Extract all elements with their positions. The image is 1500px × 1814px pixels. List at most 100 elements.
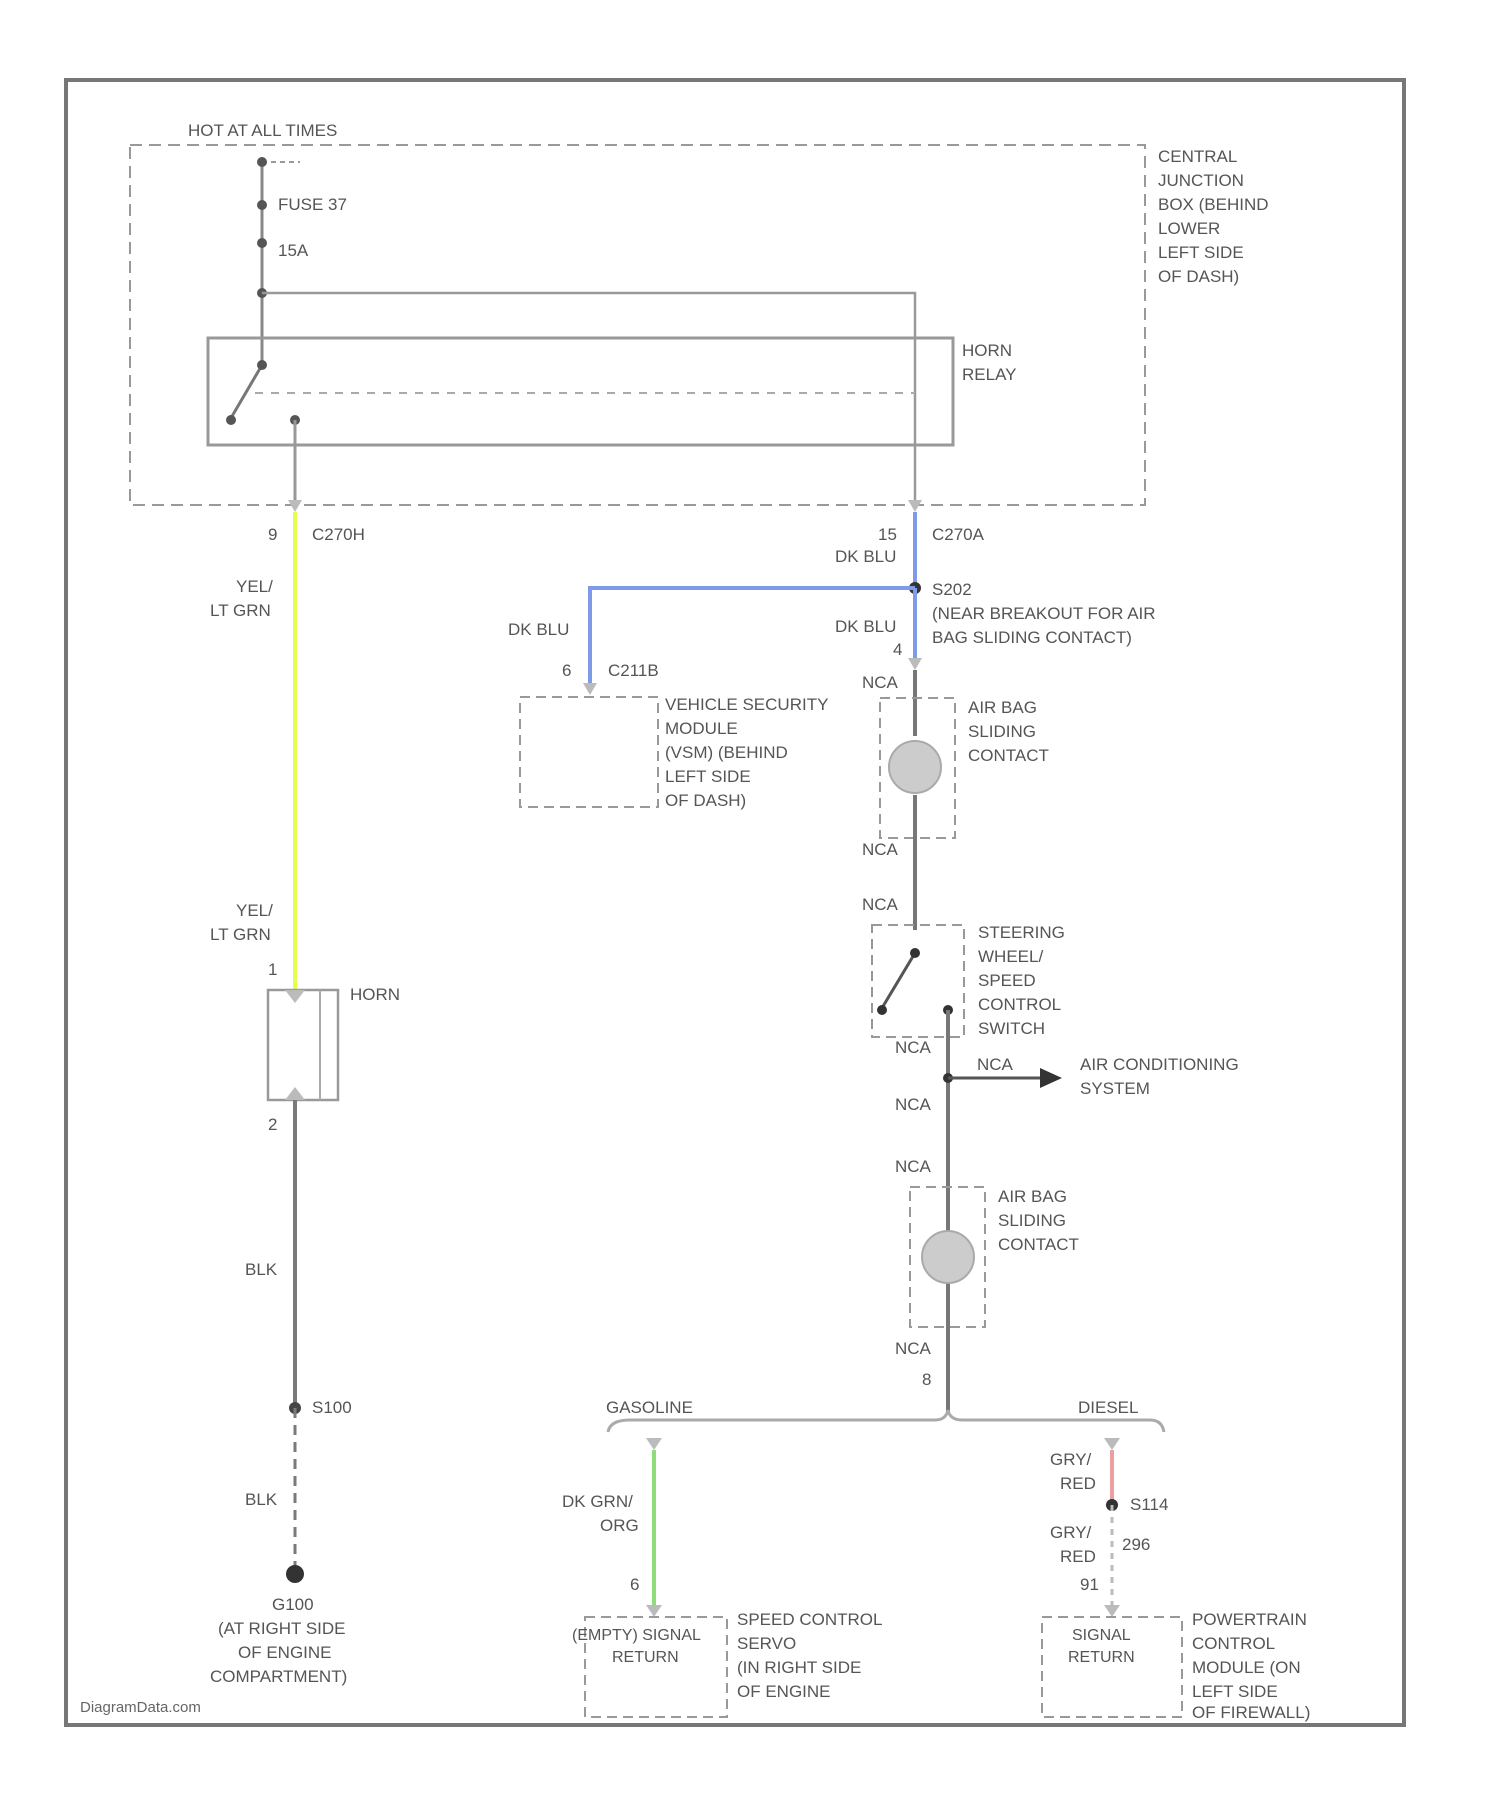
horn-terminal-top xyxy=(285,990,305,1003)
horn-relay xyxy=(208,338,953,445)
servo-signal-return-1: (EMPTY) SIGNAL xyxy=(572,1627,701,1644)
wire-color-label-bottom-1: YEL/ xyxy=(236,901,273,920)
nca-label-3: NCA xyxy=(862,895,899,914)
pcm-label-2: CONTROL xyxy=(1192,1634,1275,1653)
ac-label-1: AIR CONDITIONING xyxy=(1080,1055,1239,1074)
steering-switch-label-5: SWITCH xyxy=(978,1019,1045,1038)
nca-label-4: NCA xyxy=(895,1038,932,1057)
vsm-connector-label: C211B xyxy=(608,661,659,680)
horn-terminal-bottom xyxy=(285,1087,305,1100)
vsm-pin: 6 xyxy=(562,661,571,680)
junction-box-label-3: BOX (BEHIND xyxy=(1158,195,1269,214)
left-connector-label: C270H xyxy=(312,525,365,544)
left-pin-top: 9 xyxy=(268,525,277,544)
feed-node xyxy=(257,157,267,167)
gasoline-pin: 6 xyxy=(630,1575,639,1594)
pcm-label-3: MODULE (ON xyxy=(1192,1658,1301,1677)
pcm-signal-return-1: SIGNAL xyxy=(1072,1627,1131,1644)
vehicle-security-module xyxy=(520,697,658,807)
sliding-contact-2-ring xyxy=(922,1231,974,1283)
gasoline-label: GASOLINE xyxy=(606,1398,693,1417)
horn-label: HORN xyxy=(350,985,400,1004)
diesel-wire-color-top-2: RED xyxy=(1060,1474,1096,1493)
steering-switch-contact-top xyxy=(910,948,920,958)
ground-label-4: COMPARTMENT) xyxy=(210,1667,347,1686)
junction-box-label-6: OF DASH) xyxy=(1158,267,1239,286)
slide-contact-1-label-2: SLIDING xyxy=(968,722,1036,741)
nca-label-8: NCA xyxy=(895,1339,932,1358)
splice-s100-label: S100 xyxy=(312,1398,352,1417)
relay-contact-common xyxy=(257,360,267,370)
ground-label-1: G100 xyxy=(272,1595,314,1614)
right-wire-color-lower: DK BLU xyxy=(835,617,896,636)
gasoline-wire-color-1: DK GRN/ xyxy=(562,1492,633,1511)
junction-box-label-2: JUNCTION xyxy=(1158,171,1244,190)
steering-wheel-speed-control-switch xyxy=(872,925,964,1037)
pcm-label-1: POWERTRAIN xyxy=(1192,1610,1307,1629)
splice-s202-label-3: BAG SLIDING CONTACT) xyxy=(932,628,1132,647)
steering-switch-arm xyxy=(882,953,915,1008)
diesel-wire-color-bottom-1: GRY/ xyxy=(1050,1523,1092,1542)
servo-label-4: OF ENGINE xyxy=(737,1682,831,1701)
gasoline-terminal-top xyxy=(646,1438,662,1450)
steering-switch-label-4: CONTROL xyxy=(978,995,1061,1014)
nca-label-7: NCA xyxy=(895,1157,932,1176)
pcm-label-4: LEFT SIDE xyxy=(1192,1682,1278,1701)
nca-label-2: NCA xyxy=(862,840,899,859)
vsm-terminal xyxy=(583,683,597,695)
vsm-label-2: MODULE xyxy=(665,719,738,738)
vsm-wire-color: DK BLU xyxy=(508,620,569,639)
fuse-node-top xyxy=(257,200,267,210)
hot-at-all-times-label: HOT AT ALL TIMES xyxy=(188,121,337,140)
slide-contact-2-label-1: AIR BAG xyxy=(998,1187,1067,1206)
junction-box-label-5: LEFT SIDE xyxy=(1158,243,1244,262)
horn-relay-label-1: HORN xyxy=(962,341,1012,360)
servo-terminal xyxy=(646,1605,662,1617)
pcm-signal-return-2: RETURN xyxy=(1068,1649,1135,1666)
relay-coil-wire xyxy=(262,293,915,500)
servo-label-1: SPEED CONTROL xyxy=(737,1610,882,1629)
ac-label-2: SYSTEM xyxy=(1080,1079,1150,1098)
relay-switch-arm xyxy=(231,365,262,418)
slide-contact-2-label-3: CONTACT xyxy=(998,1235,1079,1254)
right-pin-4: 4 xyxy=(893,640,902,659)
steering-switch-contact-arm xyxy=(877,1005,887,1015)
diesel-wire-gauge: 296 xyxy=(1122,1535,1150,1554)
nca-label-5: NCA xyxy=(977,1055,1014,1074)
nca-label-1: NCA xyxy=(862,673,899,692)
slide-contact-1-label-1: AIR BAG xyxy=(968,698,1037,717)
steering-switch-label-1: STEERING xyxy=(978,923,1065,942)
vsm-label-4: LEFT SIDE xyxy=(665,767,751,786)
diesel-pin: 91 xyxy=(1080,1575,1099,1594)
vsm-label-5: OF DASH) xyxy=(665,791,746,810)
right-wire-color-top: DK BLU xyxy=(835,547,896,566)
fuse-node-bottom xyxy=(257,238,267,248)
junction-box-label-1: CENTRAL xyxy=(1158,147,1237,166)
right-pin-8: 8 xyxy=(922,1370,931,1389)
horn xyxy=(268,990,338,1100)
wire-color-label-bottom-2: LT GRN xyxy=(210,925,271,944)
horn-pin-1: 1 xyxy=(268,960,277,979)
diesel-label: DIESEL xyxy=(1078,1398,1138,1417)
servo-label-2: SERVO xyxy=(737,1634,796,1653)
servo-signal-return-2: RETURN xyxy=(612,1649,679,1666)
wire-color-label-top-2: LT GRN xyxy=(210,601,271,620)
servo-label-3: (IN RIGHT SIDE xyxy=(737,1658,861,1677)
splice-s114-label: S114 xyxy=(1130,1495,1168,1514)
right-pin-top: 15 xyxy=(878,525,897,544)
watermark: DiagramData.com xyxy=(80,1699,201,1716)
slide-contact-1-label-3: CONTACT xyxy=(968,746,1049,765)
fuse-rating: 15A xyxy=(278,241,309,260)
ground-label-2: (AT RIGHT SIDE xyxy=(218,1619,346,1638)
diesel-wire-color-top-1: GRY/ xyxy=(1050,1450,1092,1469)
steering-switch-label-2: WHEEL/ xyxy=(978,947,1043,966)
junction-box-label-4: LOWER xyxy=(1158,219,1220,238)
slide-contact-2-label-2: SLIDING xyxy=(998,1211,1066,1230)
fuse-label: FUSE 37 xyxy=(278,195,347,214)
ground-g100 xyxy=(286,1565,304,1583)
relay-contact-arm xyxy=(226,415,236,425)
vsm-label-1: VEHICLE SECURITY xyxy=(665,695,828,714)
diesel-wire-color-bottom-2: RED xyxy=(1060,1547,1096,1566)
nca-label-6: NCA xyxy=(895,1095,932,1114)
